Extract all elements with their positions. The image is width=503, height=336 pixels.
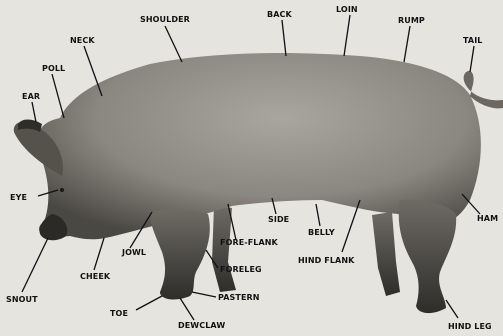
label-neck: NECK — [70, 36, 95, 45]
label-toe: TOE — [110, 309, 128, 318]
far-hind-leg — [372, 212, 400, 296]
label-cheek: CHEEK — [80, 272, 110, 281]
label-dewclaw: DEWCLAW — [178, 321, 225, 330]
label-ear: EAR — [22, 92, 40, 101]
label-poll: POLL — [42, 64, 65, 73]
label-snout: SNOUT — [6, 295, 38, 304]
label-belly: BELLY — [308, 228, 335, 237]
label-hind-leg: HIND LEG — [448, 322, 492, 331]
label-foreleg: FORELEG — [220, 265, 262, 274]
label-fore-flank: FORE-FLANK — [220, 238, 278, 247]
label-eye: EYE — [10, 193, 27, 202]
near-hind-leg — [399, 200, 456, 313]
label-ham: HAM — [477, 214, 498, 223]
label-tail: TAIL — [463, 36, 483, 45]
label-loin: LOIN — [336, 5, 358, 14]
near-fore-leg — [150, 210, 210, 300]
label-hind-flank: HIND FLANK — [298, 256, 354, 265]
label-jowl: JOWL — [122, 248, 146, 257]
pig-eye — [60, 188, 64, 192]
label-shoulder: SHOULDER — [140, 15, 190, 24]
far-fore-leg — [212, 205, 236, 292]
label-back: BACK — [267, 10, 292, 19]
label-rump: RUMP — [398, 16, 425, 25]
label-pastern: PASTERN — [218, 293, 260, 302]
label-side: SIDE — [268, 215, 289, 224]
